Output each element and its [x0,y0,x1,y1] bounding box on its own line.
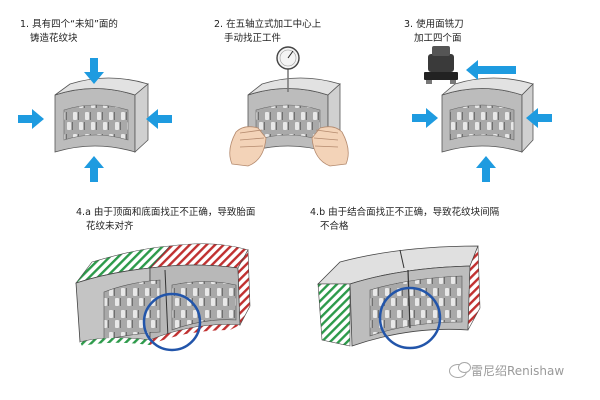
hand-icon [229,126,349,167]
wechat-icon [449,361,471,378]
step-4a-caption: 4.a 由于顶面和底面找正不正确，导致胎面 花纹未对齐 [76,207,256,232]
watermark: 雷尼绍Renishaw [449,361,564,379]
arrow-icon [18,58,172,182]
step-4b-caption: 4.b 由于结合面找正不正确，导致花纹块间隔 不合格 [310,207,500,232]
arrow-icon [412,108,552,182]
cast-tread-block-1 [54,77,149,153]
face-mill-icon [424,46,458,84]
dial-gauge-icon [276,46,300,92]
gap-tread-block-4b [317,245,481,350]
cast-tread-block-3 [441,77,534,154]
arrow-icon [466,60,516,80]
step-3-caption: 3. 使用面铣刀 加工四个面 [404,19,464,44]
misaligned-tread-block-4a [75,243,251,352]
zoom-circle [378,286,442,350]
step-1-caption: 1. 具有四个“未知”面的 铸造花纹块 [20,19,118,44]
zoom-circle [142,292,202,352]
step-2-caption: 2. 在五轴立式加工中心上 手动找正工件 [214,19,322,44]
